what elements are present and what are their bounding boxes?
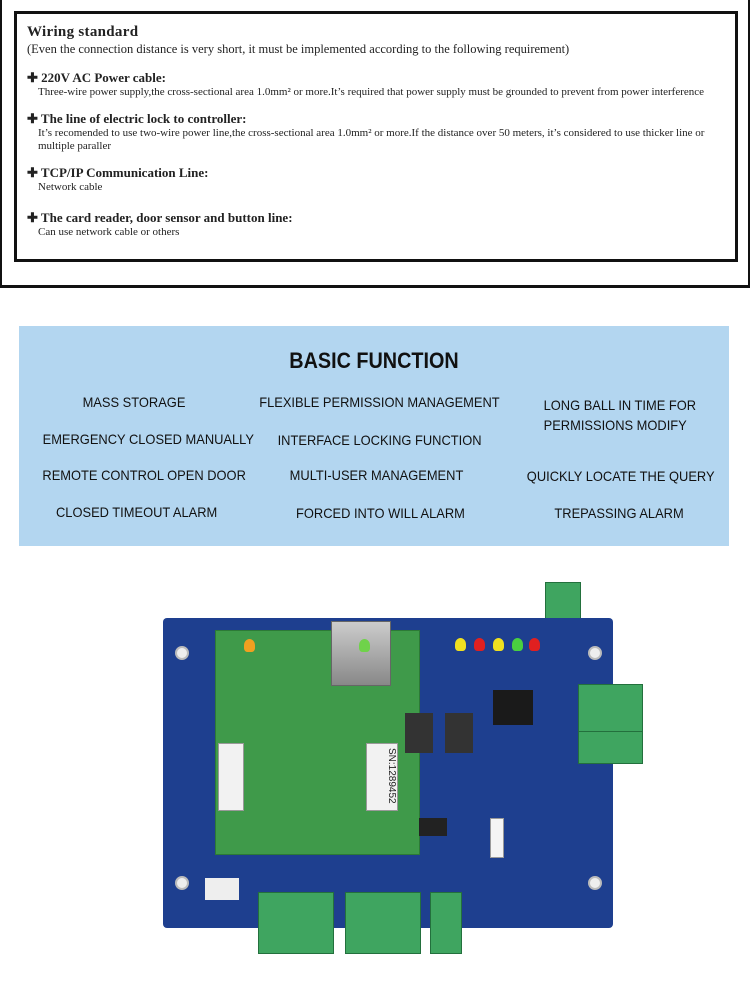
- mount-hole: [175, 646, 189, 660]
- serial-label: SN:1289452: [366, 743, 398, 811]
- function-item: MULTI-USER MANAGEMENT: [289, 467, 464, 483]
- wiring-item: ✚ TCP/IP Communication Line:Network cabl…: [27, 165, 725, 194]
- function-item: TREPASSING ALARM: [554, 505, 684, 521]
- function-item: EMERGENCY CLOSED MANUALLY: [42, 431, 254, 447]
- regulator: [445, 713, 473, 753]
- mount-hole: [588, 646, 602, 660]
- function-item: QUICKLY LOCATE THE QUERY: [526, 468, 715, 484]
- item-body: It’s recomended to use two-wire power li…: [38, 127, 705, 152]
- item-heading: 220V AC Power cable:: [41, 70, 166, 85]
- wiring-item: ✚ The line of electric lock to controlle…: [27, 111, 725, 153]
- function-item: FORCED INTO WILL ALARM: [296, 505, 465, 521]
- ic-chip: [419, 818, 447, 836]
- connector: [205, 878, 239, 900]
- wiring-item: ✚ 220V AC Power cable:Three-wire power s…: [27, 70, 725, 99]
- wiring-outer-frame: [0, 0, 750, 288]
- item-body: Three-wire power supply,the cross-sectio…: [38, 86, 705, 98]
- function-item: FLEXIBLE PERMISSION MANAGEMENT: [259, 394, 500, 410]
- item-body: Network cable: [38, 181, 103, 193]
- item-heading: The card reader, door sensor and button …: [40, 210, 293, 225]
- basic-function-title: BASIC FUNCTION: [289, 348, 459, 373]
- function-item: MASS STORAGE: [82, 394, 186, 410]
- function-item: CLOSED TIMEOUT ALARM: [56, 504, 218, 520]
- wiring-item: ✚ The card reader, door sensor and butto…: [27, 210, 725, 239]
- function-item: REMOTE CONTROL OPEN DOOR: [42, 467, 246, 483]
- rj45-port: [331, 621, 391, 686]
- wiring-standard-box: Wiring standard (Even the connection dis…: [14, 11, 738, 262]
- board-label: [490, 818, 504, 858]
- led: [493, 638, 504, 651]
- mount-hole: [588, 876, 602, 890]
- regulator: [405, 713, 433, 753]
- item-heading: TCP/IP Communication Line:: [40, 165, 209, 180]
- item-body: Can use network cable or others: [38, 226, 180, 238]
- network-module: SN:1289452: [215, 621, 420, 855]
- mount-hole: [175, 876, 189, 890]
- relay-terminal-block: [578, 731, 643, 764]
- led: [512, 638, 523, 651]
- led: [529, 638, 540, 651]
- barcode-label: [218, 743, 244, 811]
- function-item: LONG BALL IN TIME FOR PERMISSIONS MODIFY: [543, 397, 697, 433]
- relay-terminal-block: [578, 684, 643, 732]
- reader-terminal-block: [258, 892, 334, 954]
- button-terminal-block: [430, 892, 462, 954]
- basic-function-panel: BASIC FUNCTION MASS STORAGE FLEXIBLE PER…: [19, 326, 729, 546]
- relay: [493, 690, 533, 725]
- power-terminal-block: [545, 582, 581, 620]
- led-green: [359, 639, 370, 652]
- led: [474, 638, 485, 651]
- function-item: INTERFACE LOCKING FUNCTION: [277, 432, 482, 448]
- item-heading: The line of electric lock to controller:: [40, 111, 247, 126]
- controller-board-image: SN:1289452: [163, 618, 613, 928]
- wiring-subtitle: (Even the connection distance is very sh…: [27, 42, 570, 56]
- led-orange: [244, 639, 255, 652]
- wiring-title: Wiring standard: [27, 24, 139, 40]
- led: [455, 638, 466, 651]
- reader-terminal-block: [345, 892, 421, 954]
